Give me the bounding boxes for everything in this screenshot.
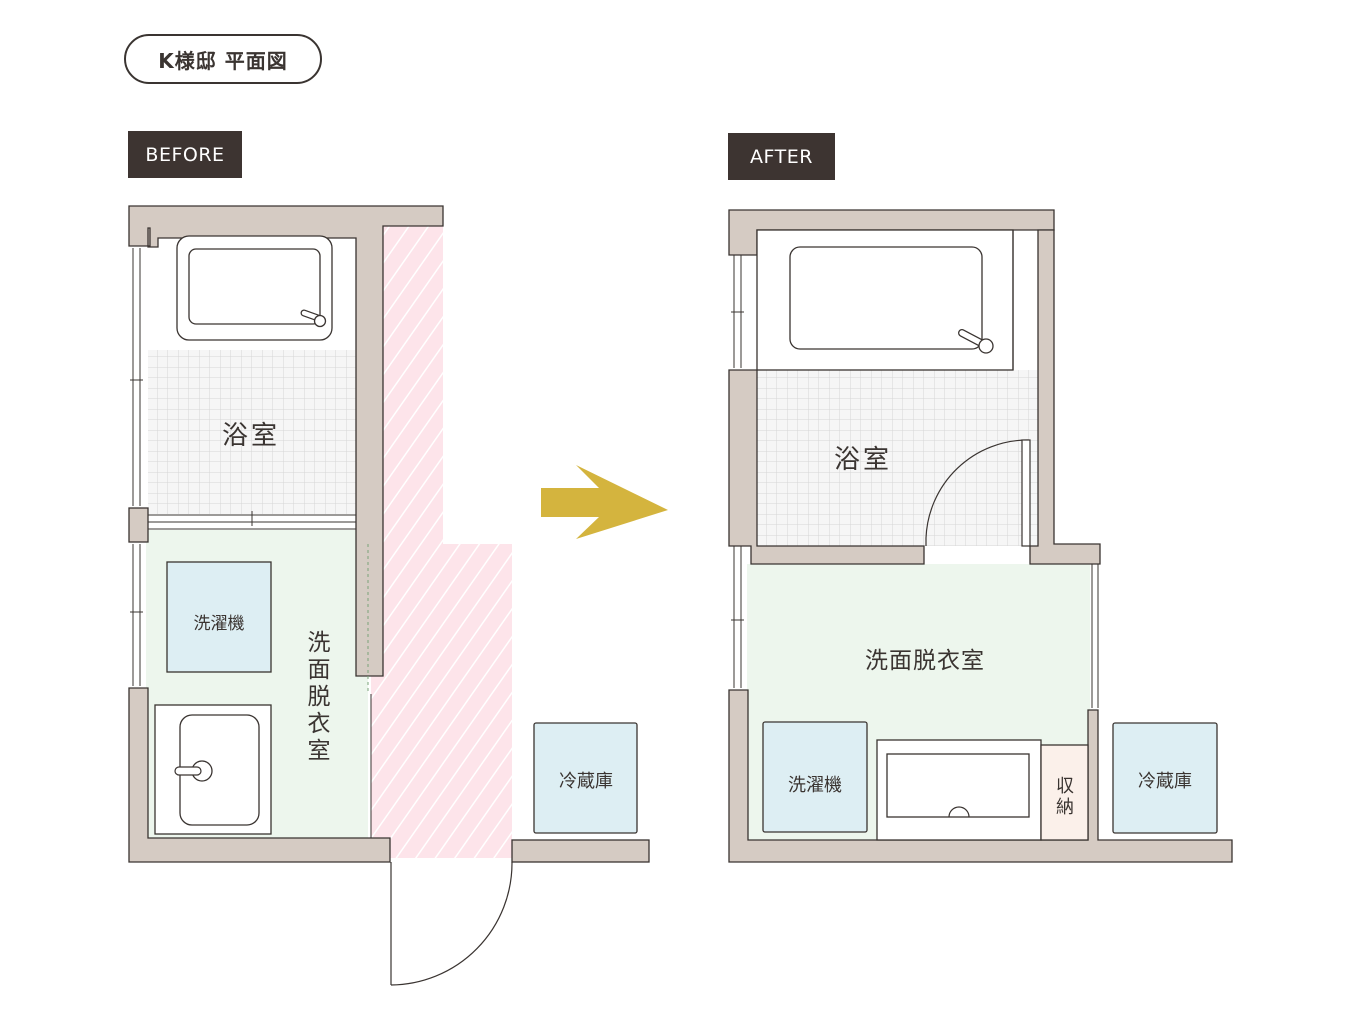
before-sink-icon <box>154 704 272 835</box>
before-fridge-label: 冷蔵庫 <box>559 771 613 792</box>
after-bathtub-icon <box>756 229 1014 371</box>
before-walls <box>128 205 650 863</box>
after-walls <box>728 209 1233 863</box>
before-removed-area <box>371 226 512 858</box>
after-sink-icon <box>876 739 1042 841</box>
after-storage <box>1040 744 1089 841</box>
before-dressing-char-2: 面 <box>308 657 331 683</box>
plan-title: K様邸 平面図 <box>124 34 322 84</box>
after-bath-floor <box>757 370 1038 546</box>
before-bath-floor <box>148 350 356 514</box>
after-door-swing-icon <box>925 439 1031 547</box>
before-tag: BEFORE <box>128 131 242 178</box>
after-dressing-label: 洗面脱衣室 <box>865 648 985 674</box>
before-dressing-char-4: 衣 <box>308 711 331 737</box>
after-fridge <box>1112 722 1218 834</box>
after-tag: AFTER <box>728 133 835 180</box>
after-storage-char-1: 収 <box>1056 776 1074 797</box>
before-washer <box>166 561 272 673</box>
before-dressing-char-3: 脱 <box>308 684 331 710</box>
after-window-icon <box>731 255 1099 708</box>
before-plan: 洗濯機 冷蔵庫 浴室 洗 面 脱 衣 室 <box>128 205 650 986</box>
before-door-swing-icon <box>390 861 513 986</box>
after-fridge-label: 冷蔵庫 <box>1138 771 1192 792</box>
before-dressing-char-1: 洗 <box>308 630 331 656</box>
before-bathtub-icon <box>176 235 333 341</box>
before-dressing-char-5: 室 <box>308 738 331 764</box>
before-dressing-label: 洗 面 脱 衣 室 <box>308 630 331 764</box>
after-bath-label: 浴室 <box>834 445 892 475</box>
before-window-icon <box>130 248 143 686</box>
before-bath-door <box>148 511 356 530</box>
before-fridge <box>533 722 638 834</box>
after-washer-label: 洗濯機 <box>788 775 842 796</box>
before-bath-label: 浴室 <box>222 421 280 451</box>
arrow-right-icon <box>541 465 668 539</box>
before-washer-label: 洗濯機 <box>194 614 245 634</box>
after-washer <box>762 721 868 833</box>
after-plan: 洗濯機 収 納 冷蔵庫 浴室 洗面脱衣室 <box>728 209 1233 863</box>
after-storage-char-2: 納 <box>1056 797 1074 818</box>
